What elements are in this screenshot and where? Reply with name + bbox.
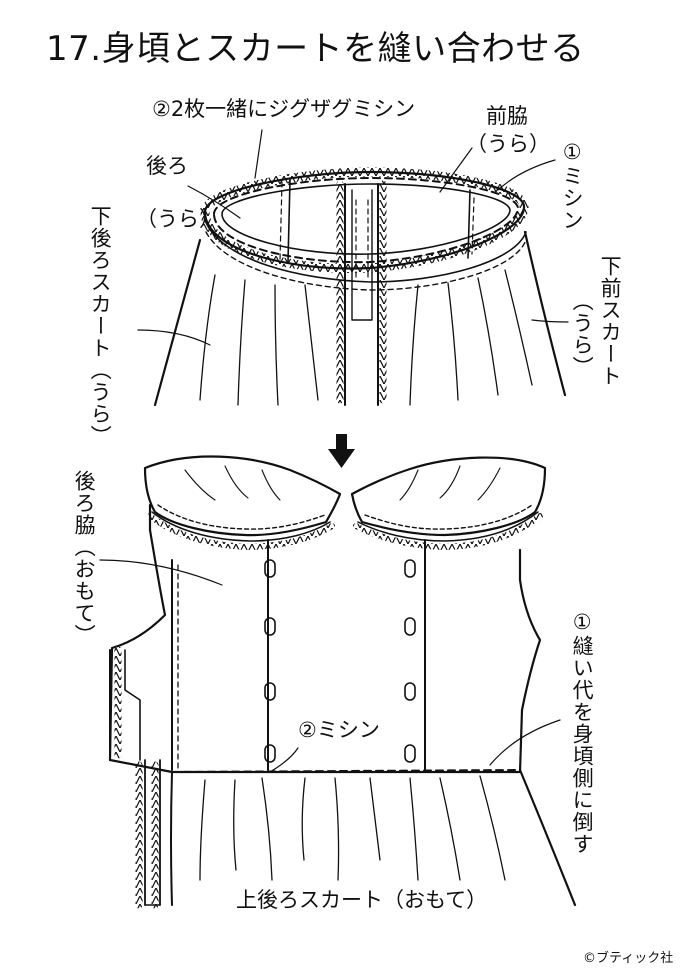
bottom-illustration	[99, 455, 577, 909]
label-upper-back-skirt: 上後ろスカート（おもて）	[236, 888, 488, 912]
label-machine-top: ①ミシン	[560, 140, 585, 231]
waist-stitch	[171, 769, 521, 773]
label-back: 後ろ	[146, 154, 188, 178]
label-front-side-sub: （うら）	[466, 132, 550, 156]
label-back-sub: （うら）	[136, 207, 220, 231]
stitch-line	[213, 177, 519, 264]
label-front-side: 前脇	[486, 104, 528, 128]
label-zigzag: ②2枚一緒にジグザグミシン	[152, 97, 416, 121]
skirt-outline	[153, 238, 202, 407]
label-lower-back-skirt: 下後ろスカート（うら）	[88, 205, 113, 447]
label-machine-bottom: ②ミシン	[298, 718, 380, 742]
skirt-outline-lower	[170, 771, 173, 906]
credit-text: ©ブティック社	[583, 951, 674, 966]
top-illustration	[137, 129, 569, 407]
label-lower-front-skirt: 下前スカート	[598, 255, 623, 387]
label-fold-allowance: ①縫い代を身頃側に倒す	[570, 610, 595, 855]
label-back-side: 後ろ脇（おもて）	[72, 470, 97, 646]
page-title: 17.身頃とスカートを縫い合わせる	[46, 29, 585, 69]
down-arrow-icon	[328, 434, 355, 468]
collar-left	[143, 455, 342, 537]
label-lower-front-skirt-sub: （うら）	[570, 290, 595, 378]
collar-right	[350, 456, 547, 537]
